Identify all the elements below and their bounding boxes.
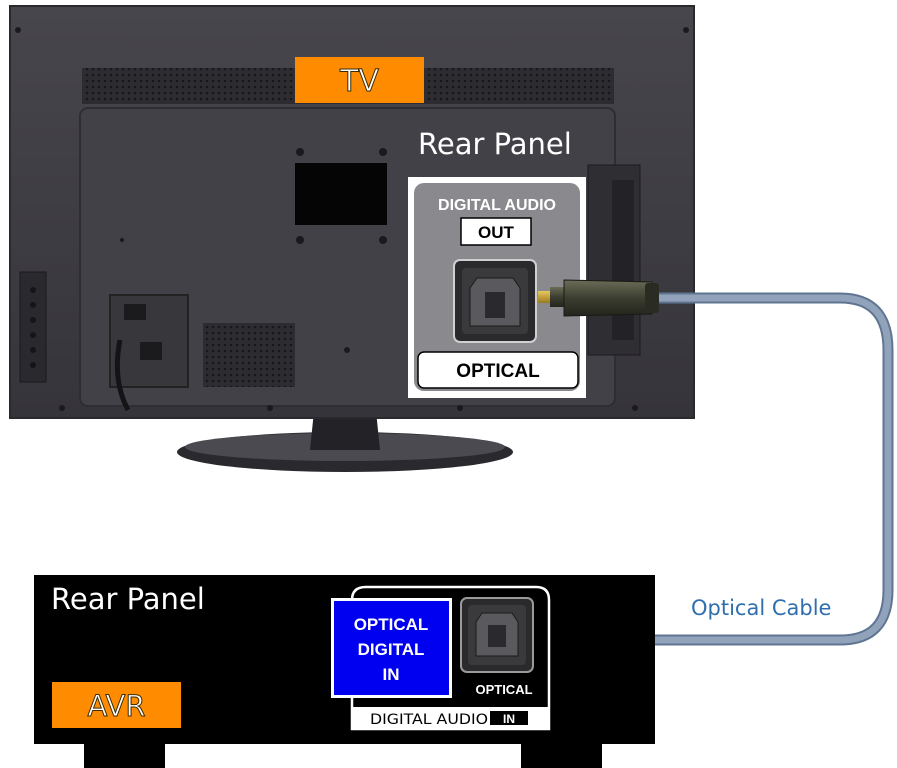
optical-cable-label: Optical Cable (691, 596, 831, 620)
avr-badge-line1: OPTICAL (354, 615, 429, 634)
tv-digital-audio-out-panel: DIGITAL AUDIO OUT OPTICAL (408, 177, 586, 398)
avr-badge-line2: DIGITAL (358, 640, 425, 659)
tv-vent-bottom (203, 323, 295, 387)
tv: TV Rear Panel DIGITAL AUDIO OUT OPTICAL (9, 5, 695, 472)
tv-port-type: OPTICAL (456, 361, 540, 382)
avr-port-direction: IN (503, 712, 515, 726)
avr-foot-left (84, 744, 165, 768)
avr-label: AVR (52, 682, 181, 728)
avr-label-text: AVR (88, 689, 146, 723)
avr-rear-panel-label: Rear Panel (51, 582, 205, 616)
tv-port-title: DIGITAL AUDIO (438, 197, 556, 214)
avr-digital-audio-in-panel: DIGITAL AUDIO IN OPTICAL DIGITAL IN OPTI… (331, 585, 551, 731)
tv-port-direction: OUT (478, 223, 515, 242)
avr: Rear Panel AVR DIGITAL AUDIO IN OPTICAL … (34, 575, 655, 768)
avr-port-type: OPTICAL (475, 682, 532, 697)
tv-optical-jack (453, 259, 537, 343)
tv-power-inlet (109, 294, 189, 388)
avr-badge-line3: IN (383, 665, 400, 684)
avr-port-title: DIGITAL AUDIO (370, 712, 488, 728)
tv-label: TV (295, 57, 424, 103)
avr-foot-right (521, 744, 602, 768)
avr-optical-jack (460, 597, 534, 673)
tv-screws (15, 27, 689, 411)
avr-optical-digital-in-badge: OPTICAL DIGITAL IN (331, 598, 452, 698)
tv-side-cable-plug (538, 279, 659, 317)
tv-label-text: TV (339, 64, 379, 99)
tv-rear-panel-label: Rear Panel (418, 127, 572, 161)
